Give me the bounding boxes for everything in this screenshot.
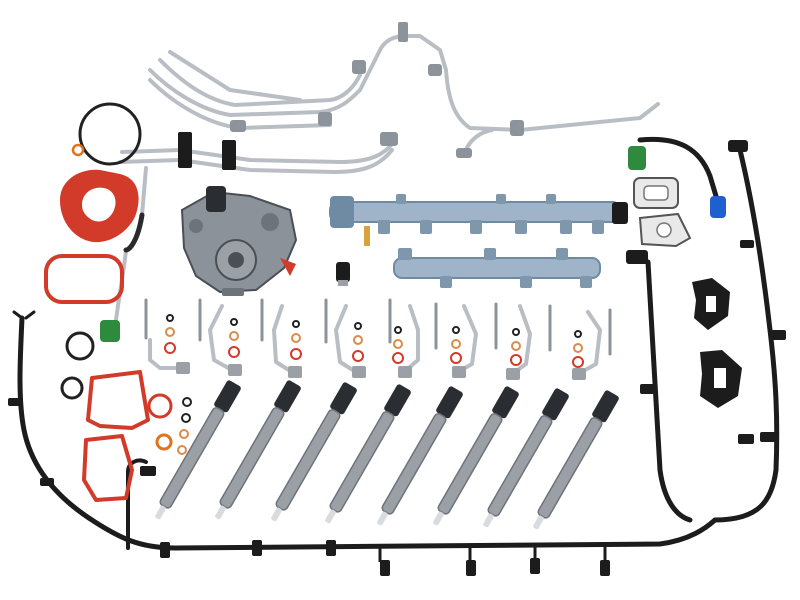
fuel-rail-upper (329, 194, 628, 246)
small-seals-cluster (155, 397, 192, 455)
gasket-square-plate (633, 177, 679, 209)
black-o-ring-mid (65, 331, 95, 361)
green-connector-top-right (628, 146, 646, 170)
blue-connector-top-right (710, 196, 726, 218)
injector-1 (155, 380, 241, 520)
gasket-oval-large (86, 370, 150, 430)
injector-7 (483, 388, 569, 528)
black-o-ring-lower (60, 376, 84, 400)
injector-seal-sets (164, 314, 584, 368)
return-hose-right-clips (626, 140, 786, 444)
hard-line-brackets (178, 132, 236, 170)
gasket-plate-lower (638, 212, 692, 248)
high-pressure-fuel-pump (180, 186, 298, 296)
bracket-upper (692, 278, 730, 330)
injector-2 (215, 380, 301, 520)
injectors (155, 380, 619, 530)
injector-5 (377, 386, 463, 526)
return-hose-clips (8, 398, 610, 576)
small-orange-ring-top (71, 143, 85, 157)
large-black-o-ring (78, 102, 142, 166)
return-hose-drops (378, 546, 607, 562)
green-quick-connector (100, 320, 120, 342)
fuel-rail-lower (393, 248, 601, 288)
injector-4 (325, 384, 411, 524)
gasket-rounded-rect-upper (44, 254, 124, 304)
injector-line-nuts (176, 362, 586, 380)
gasket-oval-bottom (82, 434, 134, 502)
injector-lines (148, 304, 602, 376)
red-o-ring-small (147, 393, 173, 419)
injector-bolts (144, 298, 612, 356)
return-hose-right (645, 147, 780, 523)
hard-line-fittings (230, 22, 524, 158)
return-hose-left (12, 310, 718, 551)
injector-3 (271, 382, 357, 522)
pump-gasket-round (60, 169, 139, 243)
fuel-pressure-sensor (336, 262, 350, 286)
injector-6 (433, 386, 519, 526)
feed-hose-left (123, 212, 145, 253)
injector-8 (533, 390, 619, 530)
return-hose-top-right (637, 136, 719, 199)
bracket-lower (700, 350, 742, 408)
